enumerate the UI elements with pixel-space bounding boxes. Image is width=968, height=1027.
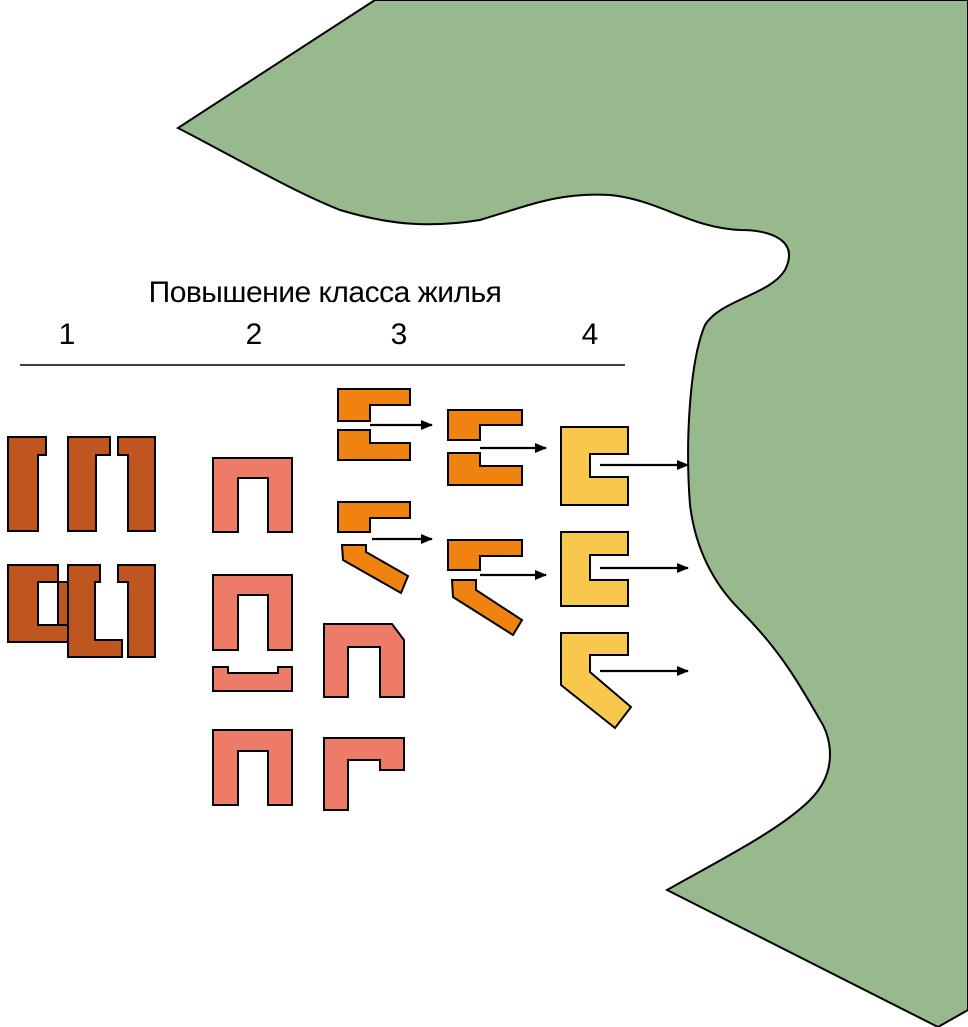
class-2-buildings — [212, 457, 405, 811]
class-4-building — [560, 531, 629, 607]
class-1-building — [117, 564, 156, 658]
class-3-building — [337, 501, 411, 533]
column-number-4: 4 — [582, 318, 599, 351]
upgrade-arrows — [370, 420, 689, 676]
class-4-building — [560, 426, 629, 506]
class-4-building — [560, 632, 633, 730]
class-1-building — [7, 436, 47, 532]
class-1-building — [67, 564, 123, 658]
class-3-building — [447, 452, 523, 486]
class-2-building — [212, 729, 293, 806]
column-number-3: 3 — [391, 318, 408, 351]
class-2-building — [323, 737, 405, 811]
class-3-buildings — [337, 388, 524, 637]
class-1-building — [57, 581, 69, 626]
class-2-building — [212, 574, 293, 651]
class-2-building — [323, 623, 405, 698]
green-area — [176, 0, 968, 1027]
class-1-building — [117, 436, 156, 532]
class-3-building — [447, 409, 523, 441]
class-2-building — [212, 457, 293, 533]
class-1-buildings — [7, 436, 156, 658]
column-number-2: 2 — [246, 318, 263, 351]
class-3-building — [337, 388, 411, 422]
class-1-building — [67, 436, 111, 532]
class-4-buildings — [560, 426, 633, 730]
class-3-building — [337, 429, 411, 461]
class-1-building — [7, 564, 69, 643]
class-3-building — [447, 539, 523, 571]
class-2-building — [212, 666, 293, 692]
column-number-1: 1 — [59, 318, 76, 351]
class-3-building — [340, 544, 410, 595]
diagram-title: Повышение класса жилья — [149, 276, 502, 309]
class-3-building — [450, 579, 524, 637]
